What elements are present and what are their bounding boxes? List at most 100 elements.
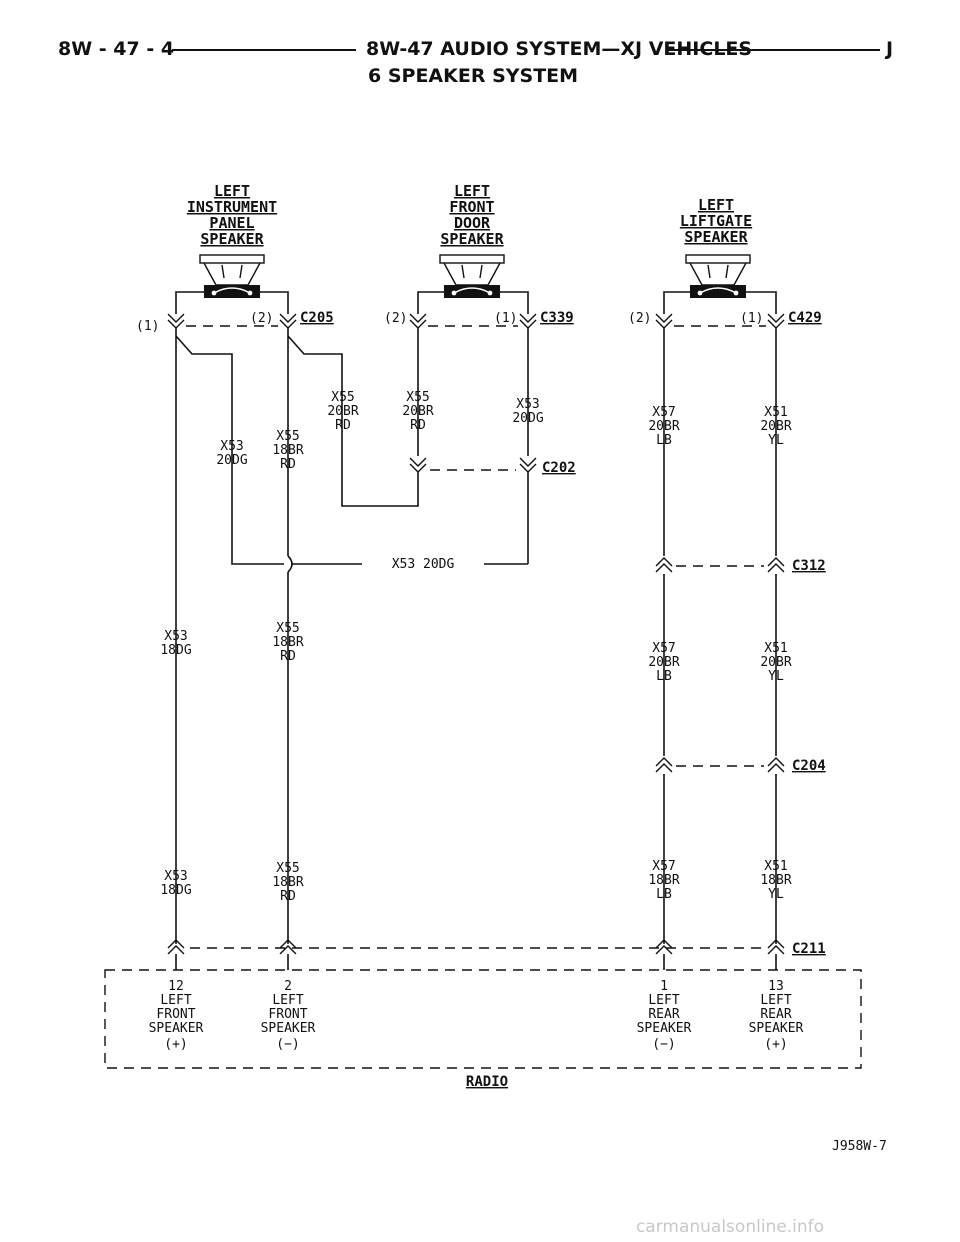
left-ip-speaker-title: LEFT INSTRUMENT PANEL SPEAKER: [187, 182, 277, 248]
connector-c211: [167, 939, 785, 970]
svg-text:X51: X51: [764, 641, 787, 656]
pin-label: (1): [136, 319, 159, 334]
svg-text:SPEAKER: SPEAKER: [200, 230, 264, 248]
wire-label: X51 18BR YL: [760, 859, 791, 902]
page-title: 8W-47 AUDIO SYSTEM—XJ VEHICLES: [366, 38, 752, 60]
svg-text:LEFT: LEFT: [698, 196, 734, 214]
svg-text:(+): (+): [164, 1037, 187, 1052]
svg-text:18BR: 18BR: [760, 873, 791, 888]
svg-text:X55: X55: [276, 861, 299, 876]
wire-label: X55 18BR RD: [272, 621, 303, 664]
svg-text:X53: X53: [516, 397, 539, 412]
svg-text:FRONT: FRONT: [449, 198, 494, 216]
connector-c312: [655, 557, 785, 573]
svg-text:1: 1: [660, 979, 668, 994]
svg-text:YL: YL: [768, 669, 784, 684]
pin-label: (2): [250, 311, 273, 326]
pin-label: (2): [628, 311, 651, 326]
radio-label: RADIO: [466, 1074, 508, 1090]
left-liftgate-speaker-title: LEFT LIFTGATE SPEAKER: [680, 196, 752, 246]
svg-text:SPEAKER: SPEAKER: [684, 228, 748, 246]
page-number: 8W - 47 - 4: [58, 38, 174, 60]
svg-text:20BR: 20BR: [402, 404, 433, 419]
left-front-door-speaker-title: LEFT FRONT DOOR SPEAKER: [440, 182, 504, 248]
svg-text:18BR: 18BR: [648, 873, 679, 888]
svg-text:LEFT: LEFT: [760, 993, 791, 1008]
speaker-icon: [199, 254, 265, 298]
wire-label: X51 20BR YL: [760, 641, 791, 684]
svg-text:18BR: 18BR: [272, 635, 303, 650]
svg-text:2: 2: [284, 979, 292, 994]
connector-label-c429: C429: [788, 310, 822, 326]
svg-text:INSTRUMENT: INSTRUMENT: [187, 198, 277, 216]
radio-pin-label: 13 LEFT REAR SPEAKER (+): [749, 979, 804, 1052]
connector-label-c204: C204: [792, 758, 826, 774]
wire-label: X57 20BR LB: [648, 641, 679, 684]
radio-component-box: [104, 969, 862, 1069]
pin-label: (1): [494, 311, 517, 326]
svg-text:DOOR: DOOR: [454, 214, 491, 232]
watermark: carmanualsonline.info: [636, 1217, 824, 1237]
svg-text:RD: RD: [280, 649, 296, 664]
svg-text:18BR: 18BR: [272, 875, 303, 890]
svg-text:SPEAKER: SPEAKER: [440, 230, 504, 248]
svg-text:20BR: 20BR: [760, 419, 791, 434]
radio-pin-label: 12 LEFT FRONT SPEAKER (+): [149, 979, 204, 1052]
wire-label: X53 20DG: [216, 439, 247, 468]
svg-text:18BR: 18BR: [272, 443, 303, 458]
wire-label: X55 20BR RD: [327, 390, 358, 433]
speaker-icon: [439, 254, 505, 298]
svg-text:X53: X53: [164, 629, 187, 644]
svg-text:20DG: 20DG: [512, 411, 543, 426]
svg-text:X57: X57: [652, 405, 675, 420]
svg-text:X53: X53: [220, 439, 243, 454]
svg-text:RD: RD: [410, 418, 426, 433]
wire-label: X53 20DG: [512, 397, 543, 426]
wire-label: X57 18BR LB: [648, 859, 679, 902]
svg-text:12: 12: [168, 979, 184, 994]
connector-label-c211: C211: [792, 941, 826, 957]
svg-text:20DG: 20DG: [216, 453, 247, 468]
connector-label-c202: C202: [542, 460, 576, 476]
svg-text:SPEAKER: SPEAKER: [261, 1021, 316, 1036]
connector-c202: [409, 457, 537, 480]
speaker-leads: [175, 291, 777, 314]
svg-text:X55: X55: [276, 621, 299, 636]
svg-text:18DG: 18DG: [160, 883, 191, 898]
wire-label: X57 20BR LB: [648, 405, 679, 448]
svg-text:20BR: 20BR: [327, 404, 358, 419]
radio-pin-label: 2 LEFT FRONT SPEAKER (−): [261, 979, 316, 1052]
svg-text:SPEAKER: SPEAKER: [637, 1021, 692, 1036]
svg-text:(−): (−): [276, 1037, 299, 1052]
left-wires: [175, 328, 529, 944]
radio-pin-label: 1 LEFT REAR SPEAKER (−): [637, 979, 692, 1052]
svg-text:X51: X51: [764, 859, 787, 874]
wire-label: X55 18BR RD: [272, 861, 303, 904]
vehicle-code: J: [884, 38, 893, 60]
svg-text:RD: RD: [280, 889, 296, 904]
connector-c339: [409, 313, 537, 329]
right-wires: [663, 328, 777, 944]
connector-label-c339: C339: [540, 310, 574, 326]
svg-text:LEFT: LEFT: [160, 993, 191, 1008]
svg-text:(−): (−): [652, 1037, 675, 1052]
svg-text:X51: X51: [764, 405, 787, 420]
speaker-icon: [685, 254, 751, 298]
svg-text:PANEL: PANEL: [209, 214, 254, 232]
figure-code: J958W-7: [832, 1139, 887, 1154]
svg-text:FRONT: FRONT: [268, 1007, 307, 1022]
svg-text:20BR: 20BR: [760, 655, 791, 670]
svg-text:LEFT: LEFT: [648, 993, 679, 1008]
svg-text:X53: X53: [164, 869, 187, 884]
svg-text:X55: X55: [276, 429, 299, 444]
svg-text:X55: X55: [406, 390, 429, 405]
wire-label: X53 20DG: [392, 557, 455, 572]
wire-label: X53 18DG: [160, 869, 191, 898]
wire-label: X53 18DG: [160, 629, 191, 658]
svg-text:REAR: REAR: [648, 1007, 679, 1022]
svg-text:RD: RD: [335, 418, 351, 433]
pin-label: (2): [384, 311, 407, 326]
svg-text:X57: X57: [652, 859, 675, 874]
svg-text:LB: LB: [656, 887, 672, 902]
svg-text:REAR: REAR: [760, 1007, 791, 1022]
